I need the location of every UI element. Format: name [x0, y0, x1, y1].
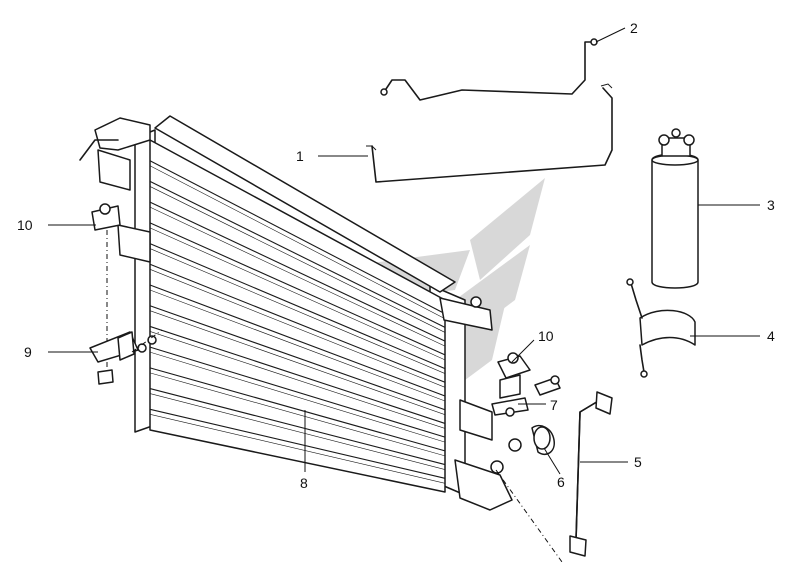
leader-lines — [48, 27, 760, 475]
condenser-tube-edge — [149, 372, 446, 457]
dryer-bracket — [626, 278, 696, 378]
condenser-tube-edge — [149, 331, 446, 429]
condenser-tube — [149, 201, 446, 342]
condenser-tube — [149, 243, 446, 370]
condenser-core — [79, 115, 513, 511]
condenser-tube-edge — [149, 269, 446, 388]
condenser-tube — [149, 325, 446, 424]
condenser-fins — [149, 160, 446, 484]
callout-9: 9 — [24, 344, 32, 360]
condenser-tube-edge — [149, 393, 446, 470]
liquid-pipe — [569, 391, 613, 557]
condenser-tube-edge — [149, 227, 446, 361]
condenser-tube-edge — [149, 186, 446, 333]
condenser-tube — [149, 367, 446, 452]
condenser-tube-edge — [149, 289, 446, 402]
callout-2: 2 — [630, 20, 638, 36]
condenser-tube-edge — [149, 310, 446, 415]
condenser-tube-edge — [149, 351, 446, 443]
callout-6: 6 — [557, 474, 565, 490]
condenser-tube — [149, 222, 446, 356]
callout-10-right: 10 — [538, 328, 554, 344]
condenser-tube-edge — [149, 206, 446, 347]
callout-5: 5 — [634, 454, 642, 470]
condenser-tube — [149, 346, 446, 438]
condenser-tube-edge — [149, 165, 446, 319]
callout-10-left: 10 — [17, 217, 33, 233]
left-hardware — [89, 203, 163, 385]
condenser-tube-edge — [149, 413, 446, 484]
callout-7: 7 — [550, 397, 558, 413]
right-hardware — [491, 352, 563, 563]
callout-4: 4 — [767, 328, 775, 344]
condenser-tube — [149, 160, 446, 315]
condenser-tube — [149, 408, 446, 479]
condenser-tube — [149, 284, 446, 397]
callout-8: 8 — [300, 475, 308, 491]
refrigerant-line-1 — [366, 83, 613, 183]
condenser-tube — [149, 180, 446, 328]
condenser-tube — [149, 388, 446, 466]
receiver-dryer — [651, 128, 699, 289]
callout-3: 3 — [767, 197, 775, 213]
condenser-tube-edge — [149, 248, 446, 374]
condenser-tube — [149, 263, 446, 383]
refrigerant-line-2 — [380, 38, 598, 101]
condenser-tube — [149, 305, 446, 411]
callout-1: 1 — [296, 148, 304, 164]
